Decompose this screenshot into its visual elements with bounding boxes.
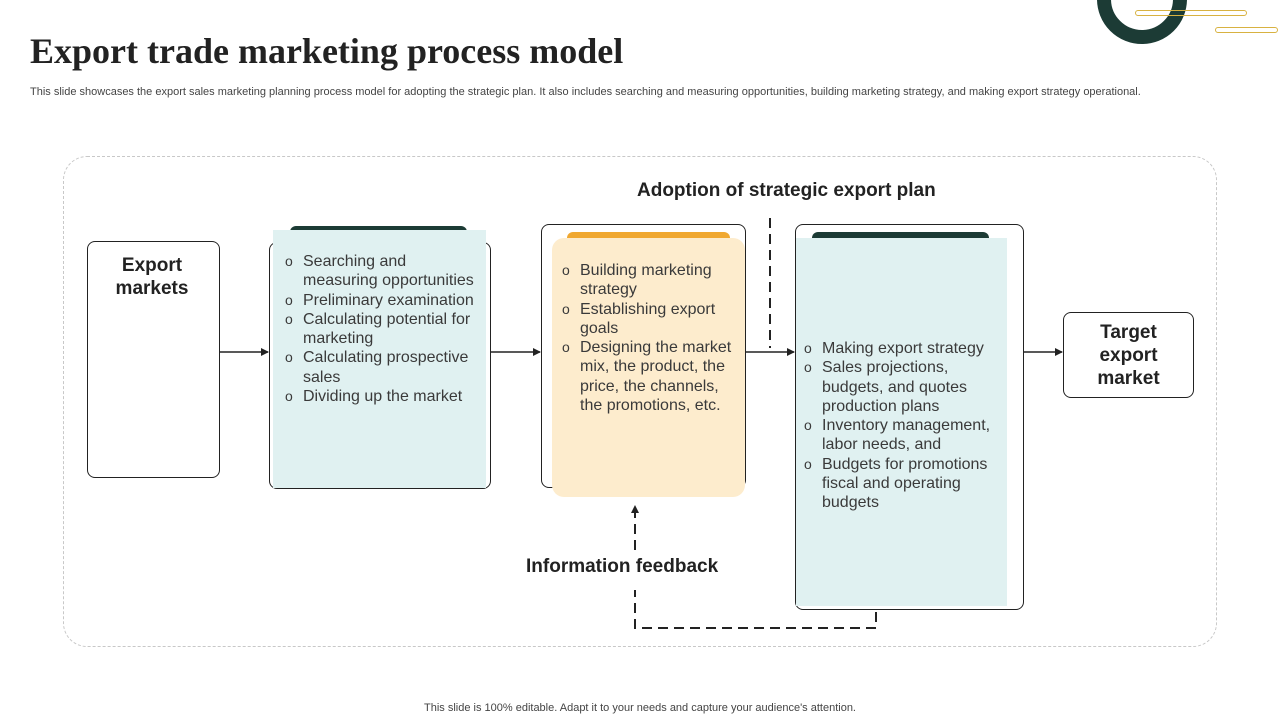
bullet-icon: o xyxy=(285,349,293,366)
diagram-frame xyxy=(63,156,1217,647)
stage2-tab xyxy=(567,232,730,242)
bullet-icon: o xyxy=(562,262,570,278)
target-market-box xyxy=(1063,312,1194,398)
feedback-heading: Information feedback xyxy=(526,556,719,577)
target-market-label: Target export market xyxy=(1097,322,1160,389)
bullet-icon: o xyxy=(285,388,293,405)
bullet-icon: o xyxy=(285,291,293,308)
bullet-icon: o xyxy=(804,340,812,356)
bullet-icon: o xyxy=(804,455,812,472)
export-markets-label: Export markets xyxy=(115,255,189,299)
bullet-icon: o xyxy=(804,417,812,434)
export-markets-box xyxy=(87,241,220,478)
adoption-heading: Adoption of strategic export plan xyxy=(637,180,936,201)
decorative-line-2 xyxy=(1215,27,1278,33)
decorative-line-1 xyxy=(1135,10,1247,16)
page-title: Export trade marketing process model xyxy=(30,31,624,71)
bullet-icon: o xyxy=(562,300,570,317)
bullet-icon: o xyxy=(804,359,812,376)
feedback-dashed-line xyxy=(634,590,877,629)
stage3-tab xyxy=(812,232,989,242)
bullet-icon: o xyxy=(285,253,293,269)
bullet-icon: o xyxy=(285,310,293,327)
bullet-icon: o xyxy=(562,339,570,356)
page-subtitle: This slide showcases the export sales ma… xyxy=(30,86,1141,98)
footer-note: This slide is 100% editable. Adapt it to… xyxy=(424,702,856,714)
